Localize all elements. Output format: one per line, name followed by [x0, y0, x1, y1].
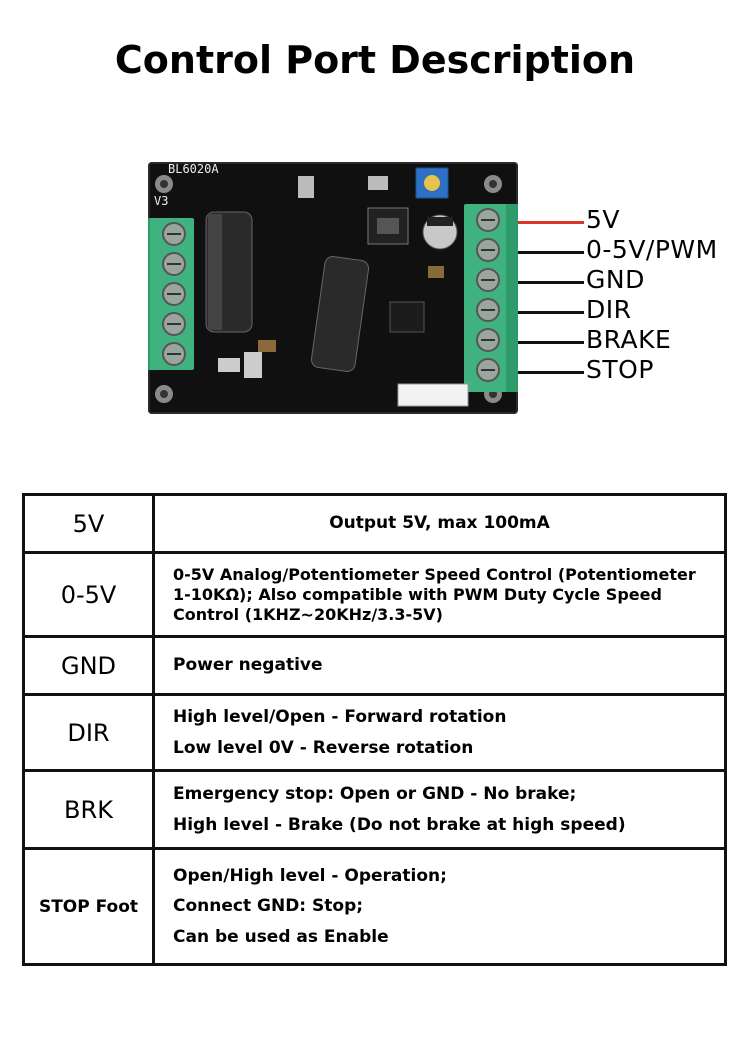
row-value: 0-5V Analog/Potentiometer Speed Control …: [152, 551, 727, 638]
capacitor-center: [310, 256, 370, 372]
row-key: 0-5V: [22, 551, 155, 638]
row-value-line: Can be used as Enable: [173, 926, 389, 947]
row-value-line: Open/High level - Operation;: [173, 866, 447, 887]
wire-pwm: [518, 251, 584, 254]
port-label-stop: STOP: [586, 355, 654, 384]
table-row: 0-5V 0-5V Analog/Potentiometer Speed Con…: [22, 551, 727, 638]
port-label-5v: 5V: [586, 205, 621, 234]
row-key: DIR: [22, 693, 155, 772]
wire-dir: [518, 311, 584, 314]
row-key: BRK: [22, 769, 155, 850]
row-value: Output 5V, max 100mA: [152, 493, 727, 554]
row-value-line: Output 5V, max 100mA: [329, 513, 550, 534]
wire-stop: [518, 371, 584, 374]
board-model-label: BL6020A: [168, 162, 219, 176]
row-value: High level/Open - Forward rotation Low l…: [152, 693, 727, 772]
row-key: STOP Foot: [22, 847, 155, 966]
driver-ic: [389, 301, 425, 333]
row-value: Power negative: [152, 635, 727, 696]
port-label-pwm: 0-5V/PWM: [586, 235, 718, 264]
table-row: BRK Emergency stop: Open or GND - No bra…: [22, 769, 727, 850]
table-row: 5V Output 5V, max 100mA: [22, 493, 727, 554]
left-terminal-block: [148, 218, 194, 370]
port-description-table: 5V Output 5V, max 100mA 0-5V 0-5V Analog…: [22, 493, 727, 966]
wire-gnd: [518, 281, 584, 284]
row-value-line: High level/Open - Forward rotation: [173, 707, 507, 728]
row-value-line: Power negative: [173, 655, 323, 676]
wire-brake: [518, 341, 584, 344]
right-terminal-block: [464, 204, 518, 392]
board-version-label: V3: [154, 194, 169, 208]
row-value: Open/High level - Operation; Connect GND…: [152, 847, 727, 966]
board-illustration: BL6020A V3 5V 0-5V/PWM GND DIR BRAKE STO…: [0, 150, 750, 430]
table-row: DIR High level/Open - Forward rotation L…: [22, 693, 727, 772]
row-key: GND: [22, 635, 155, 696]
port-label-brake: BRAKE: [586, 325, 672, 354]
white-connector: [397, 383, 469, 407]
pcb-board: BL6020A V3: [148, 162, 518, 414]
row-key: 5V: [22, 493, 155, 554]
row-value-line: Low level 0V - Reverse rotation: [173, 737, 474, 758]
potentiometer: [415, 167, 449, 199]
row-value-line: 0-5V Analog/Potentiometer Speed Control …: [173, 564, 696, 624]
row-value-line: Emergency stop: Open or GND - No brake;: [173, 784, 577, 805]
wire-5v: [518, 221, 584, 224]
board-svg: [148, 167, 518, 407]
row-value-line: High level - Brake (Do not brake at high…: [173, 814, 626, 835]
page-title: Control Port Description: [114, 38, 636, 82]
port-label-gnd: GND: [586, 265, 645, 294]
row-value: Emergency stop: Open or GND - No brake; …: [152, 769, 727, 850]
row-value-line: Connect GND: Stop;: [173, 896, 364, 917]
table-row: STOP Foot Open/High level - Operation; C…: [22, 847, 727, 966]
table-row: GND Power negative: [22, 635, 727, 696]
port-label-dir: DIR: [586, 295, 632, 324]
